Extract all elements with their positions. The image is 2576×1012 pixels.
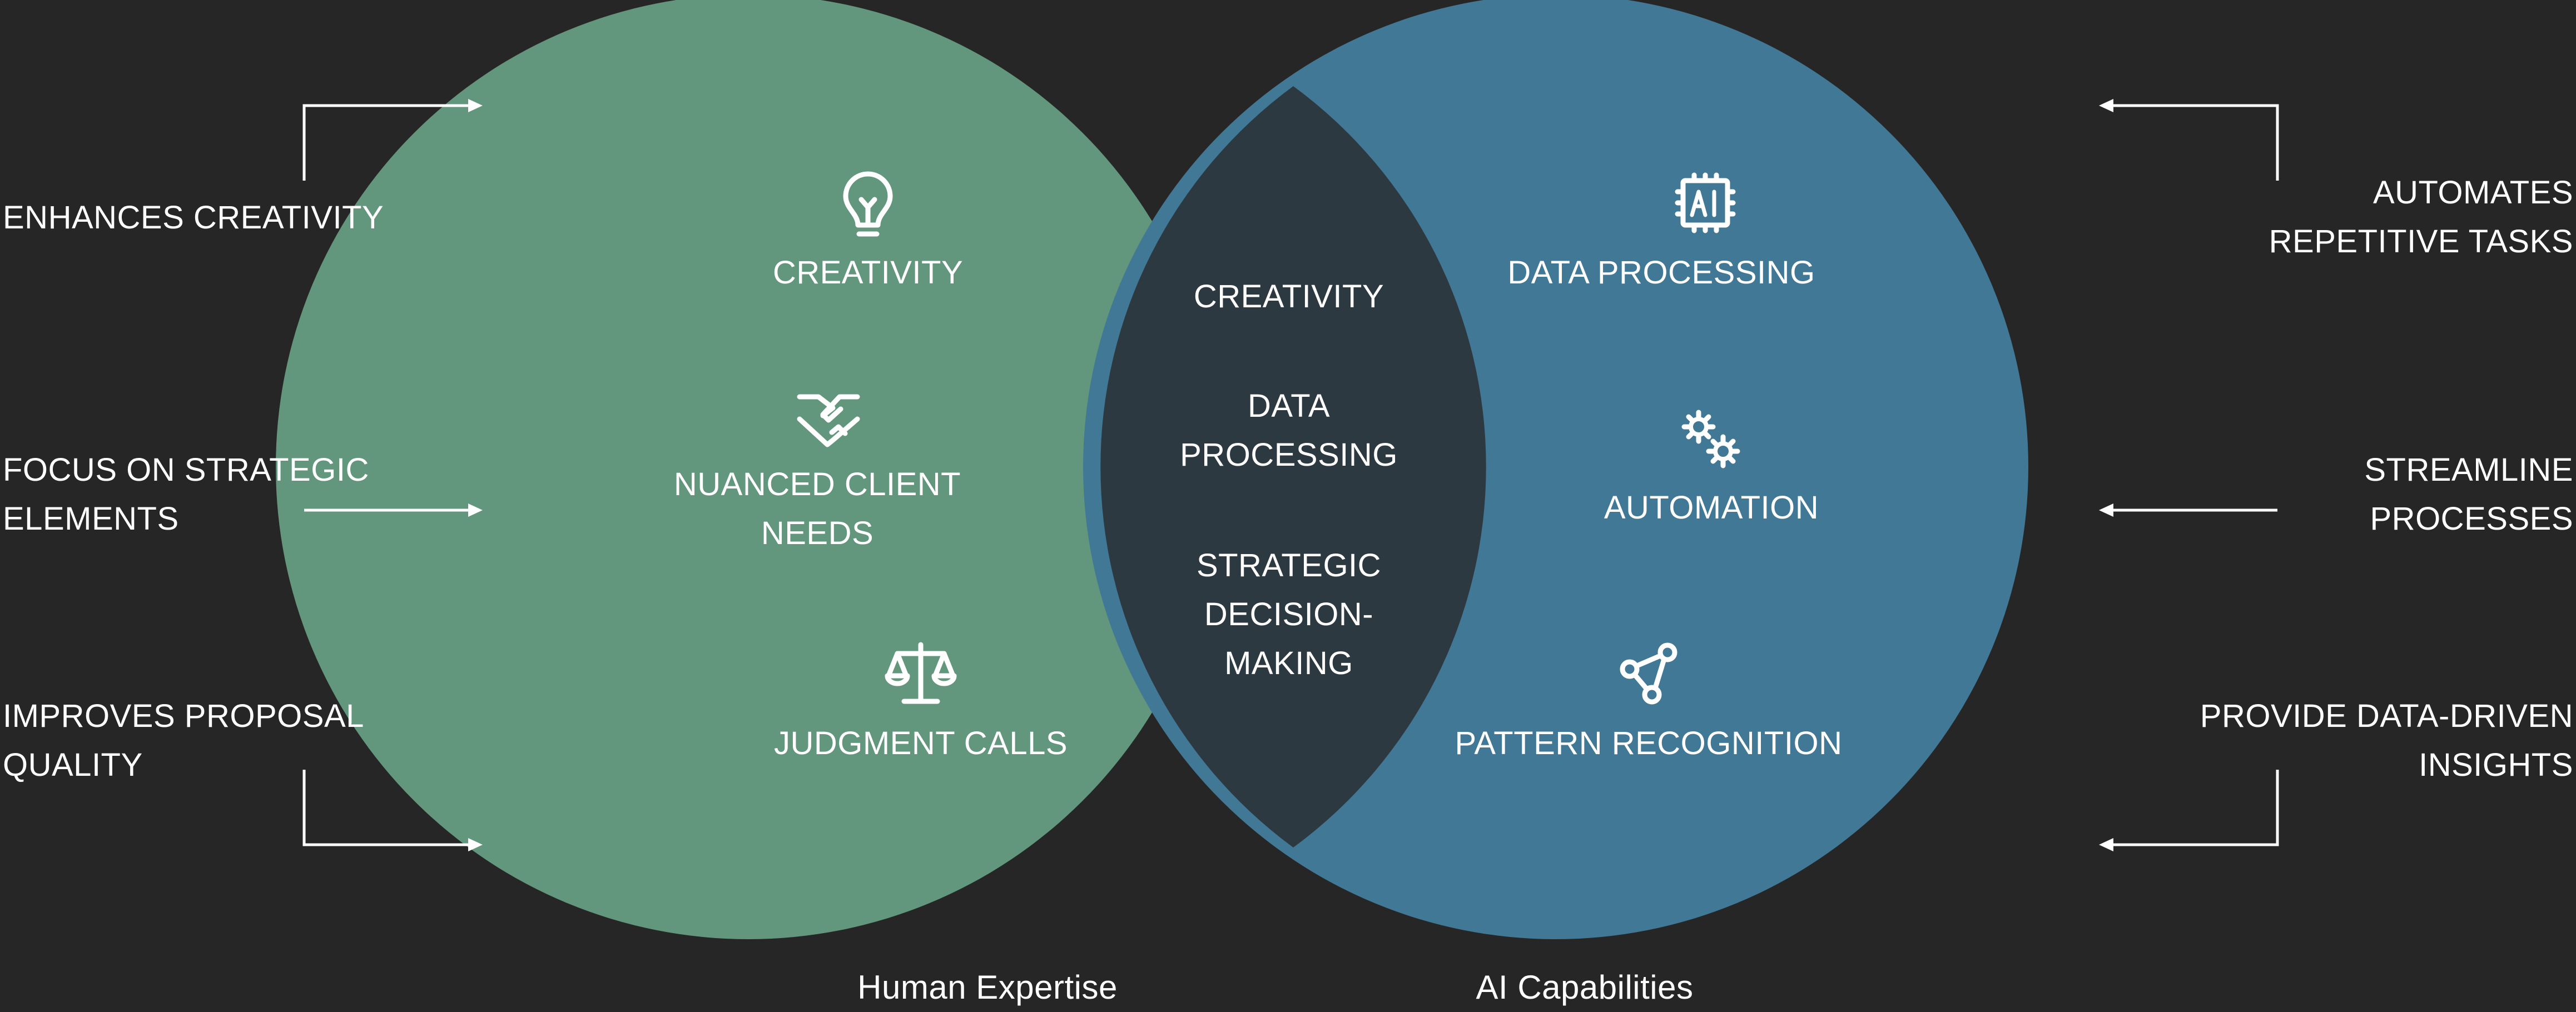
left-note-improves-proposal-line2: QUALITY <box>3 747 143 783</box>
overlap-item-strategic-line2: DECISION- <box>1204 596 1374 632</box>
left-note-focus-strategic-line2: ELEMENTS <box>3 501 179 537</box>
ai-item-automation: AUTOMATION <box>1604 490 1819 526</box>
ai-item-data-processing: DATA PROCESSING <box>1507 255 1815 291</box>
scales-icon <box>885 642 957 704</box>
overlap-item-strategic-line1: STRATEGIC <box>1196 547 1382 584</box>
left-connector-top <box>302 99 483 181</box>
right-connector-middle <box>2099 503 2277 517</box>
right-note-streamline-line1: STREAMLINE <box>2364 452 2573 488</box>
right-note-streamline-line2: PROCESSES <box>2370 501 2573 537</box>
ai-item-pattern-recognition: PATTERN RECOGNITION <box>1455 725 1843 761</box>
left-connector-middle <box>304 503 483 517</box>
overlap-item-strategic-line3: MAKING <box>1224 645 1353 681</box>
human-item-judgment-calls: JUDGMENT CALLS <box>773 725 1068 761</box>
left-note-enhances-creativity: ENHANCES CREATIVITY <box>3 200 384 236</box>
overlap-item-creativity: CREATIVITY <box>1193 278 1384 315</box>
right-note-automates-line2: REPETITIVE TASKS <box>2269 223 2573 260</box>
right-note-automates-line1: AUTOMATES <box>2372 175 2573 211</box>
right-connector-top <box>2099 99 2279 181</box>
right-connector-bottom <box>2099 770 2279 851</box>
overlap-item-data-processing-line2: PROCESSING <box>1180 437 1398 473</box>
left-note-focus-strategic-line1: FOCUS ON STRATEGIC <box>3 452 369 488</box>
overlap-region <box>1100 86 1486 848</box>
right-note-data-driven-line2: INSIGHTS <box>2419 747 2573 783</box>
handshake-icon <box>797 394 860 447</box>
human-item-creativity: CREATIVITY <box>772 255 964 291</box>
caption-ai-capabilities: AI Capabilities <box>1476 969 1694 1006</box>
human-item-nuanced-client-needs-line2: NEEDS <box>761 515 874 551</box>
left-note-improves-proposal-line1: IMPROVES PROPOSAL <box>3 698 364 734</box>
overlap-item-data-processing-line1: DATA <box>1247 388 1331 424</box>
left-connector-bottom <box>302 770 483 851</box>
network-icon <box>1620 642 1677 705</box>
right-note-data-driven-line1: PROVIDE DATA-DRIVEN <box>2200 698 2573 734</box>
human-item-nuanced-client-needs-line1: NUANCED CLIENT <box>673 466 961 502</box>
lightbulb-icon <box>843 171 893 237</box>
caption-human-expertise: Human Expertise <box>857 969 1118 1006</box>
gears-icon <box>1681 410 1740 468</box>
ai-chip-icon <box>1675 172 1736 233</box>
human-expertise-circle <box>276 0 1221 939</box>
